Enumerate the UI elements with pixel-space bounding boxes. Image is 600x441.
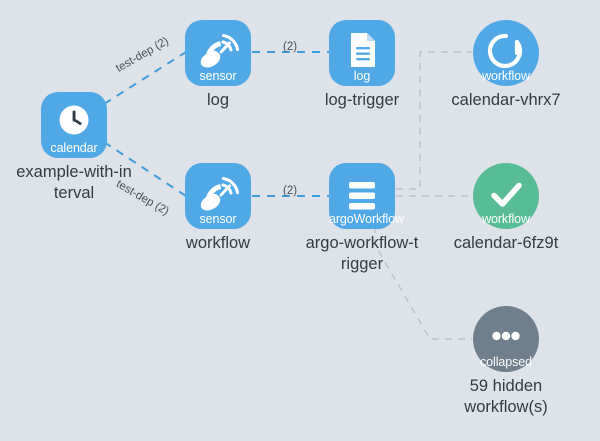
node-shape-wrap: workflow [446,163,566,229]
node-shape-wrap: sensor [158,163,278,229]
calendar-6fz9t-node-shape[interactable]: workflow [473,163,539,229]
node-shape-wrap: collapsed [446,306,566,372]
node-calendar-6fz9t[interactable]: workflow calendar-6fz9t [446,163,566,254]
running-spinner-icon [487,33,523,69]
node-shape-wrap: argoWorkflow [302,163,422,229]
edge-line-log-trigger-to-calendar-vhrx7 [396,51,472,190]
calendar-vhrx7-node-shape[interactable]: workflow [473,20,539,86]
node-label-calendar-6fz9t: calendar-6fz9t [453,234,559,252]
node-shape-wrap: log [302,20,422,86]
edge-line-argo-trigger-to-hidden [374,200,472,340]
satellite-dish-icon [200,176,240,211]
calendar-inner-label: calendar [50,141,98,155]
node-label-example-with-interval: example-with-interval [16,163,132,202]
node-shape-wrap: workflow [446,20,566,86]
argoworkflow-inner-label: argoWorkflow [329,212,404,226]
node-label-log-trigger: log-trigger [324,91,400,109]
clock-icon [59,105,89,135]
calendar-node-shape[interactable]: calendar [41,92,107,158]
node-calendar-vhrx7[interactable]: workflow calendar-vhrx7 [446,20,566,111]
workflow-sensor-node-shape[interactable]: sensor [185,163,251,229]
log-trigger-node-shape[interactable]: log [329,20,395,86]
node-label-argo-workflow-trigger: argo-workflow-trigger [305,234,419,273]
node-log-sensor[interactable]: sensor log [158,20,278,111]
node-label-log-sensor: log [206,91,230,109]
node-argo-workflow-trigger[interactable]: argoWorkflow argo-workflow-trigger [302,163,422,275]
node-example-with-interval[interactable]: calendar example-with-interval [14,92,134,204]
document-icon [351,33,375,67]
sensor-inner-label: sensor [199,212,237,226]
satellite-dish-icon [200,33,240,68]
node-hidden-workflows[interactable]: collapsed 59 hidden workflow(s) [446,306,566,418]
node-label-workflow-sensor: workflow [185,234,251,252]
node-shape-wrap: calendar [14,92,134,158]
check-icon [491,182,522,207]
workflow-inner-label: workflow [482,212,530,226]
edge-line-calendar-to-log-sensor [103,51,187,105]
hidden-workflows-node-shape[interactable]: collapsed [473,306,539,372]
collapsed-inner-label: collapsed [480,355,532,369]
log-inner-label: log [353,69,371,83]
edge-label-log-sensor-to-log-trigger: (2) [283,41,298,53]
node-log-trigger[interactable]: log log-trigger [302,20,422,111]
ellipsis-icon [492,331,520,341]
edge-label-workflow-sensor-to-argo-trigger: (2) [283,185,298,197]
node-workflow-sensor[interactable]: sensor workflow [158,163,278,254]
log-sensor-node-shape[interactable]: sensor [185,20,251,86]
sensor-inner-label: sensor [199,69,237,83]
argo-workflow-trigger-node-shape[interactable]: argoWorkflow [329,163,404,229]
edge-line-calendar-to-workflow-sensor [103,141,187,197]
node-shape-wrap: sensor [158,20,278,86]
node-label-calendar-vhrx7: calendar-vhrx7 [451,91,561,109]
node-label-hidden-workflows: 59 hidden workflow(s) [464,377,548,416]
workflow-bars-icon [349,182,375,210]
workflow-inner-label: workflow [482,69,530,83]
